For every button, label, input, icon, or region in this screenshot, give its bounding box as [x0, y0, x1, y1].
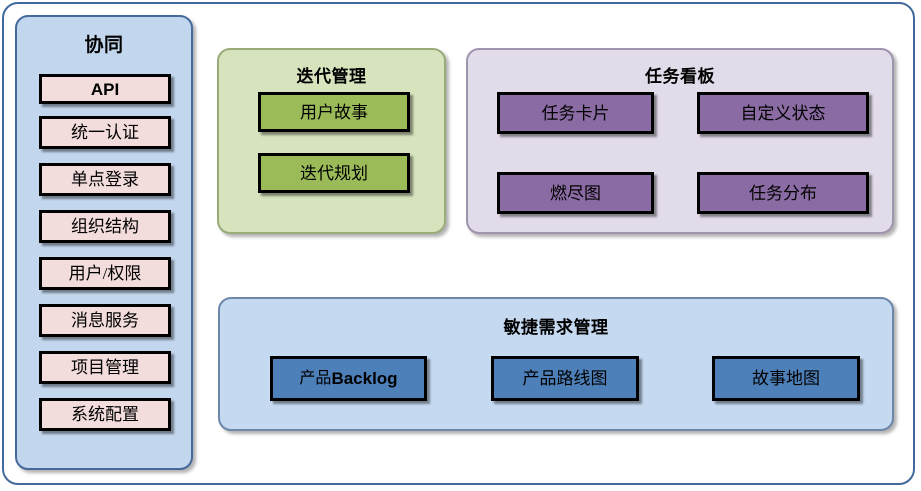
collab-item-message-service[interactable]: 消息服务 — [39, 304, 171, 337]
panel-iteration-title: 迭代管理 — [296, 67, 367, 86]
collab-item-unified-auth[interactable]: 统一认证 — [39, 116, 171, 149]
panel-iteration-management: 迭代管理 用户故事 迭代规划 — [217, 48, 446, 234]
board-item-burndown-chart[interactable]: 燃尽图 — [497, 172, 654, 214]
panel-collaboration-title: 协同 — [84, 35, 124, 56]
panel-collaboration: 协同 API 统一认证 单点登录 组织结构 用户/权限 消息服务 项目管理 系统… — [15, 15, 193, 470]
agile-item-story-map[interactable]: 故事地图 — [712, 356, 860, 401]
panel-agile-title: 敏捷需求管理 — [503, 318, 609, 337]
collab-item-system-config[interactable]: 系统配置 — [39, 398, 171, 431]
collab-item-sso[interactable]: 单点登录 — [39, 163, 171, 196]
agile-item-product-backlog-latin: Backlog — [331, 369, 398, 388]
panel-task-board-title: 任务看板 — [645, 67, 715, 86]
collab-item-project-management[interactable]: 项目管理 — [39, 351, 171, 384]
agile-item-product-roadmap[interactable]: 产品路线图 — [491, 356, 639, 401]
iteration-item-iteration-plan[interactable]: 迭代规划 — [258, 153, 410, 193]
board-item-task-distribution[interactable]: 任务分布 — [697, 172, 869, 214]
agile-item-product-backlog-cjk: 产品 — [299, 369, 332, 387]
collab-item-org-structure[interactable]: 组织结构 — [39, 210, 171, 243]
board-item-custom-status[interactable]: 自定义状态 — [697, 92, 869, 134]
panel-task-board: 任务看板 任务卡片 自定义状态 燃尽图 任务分布 — [466, 48, 894, 234]
board-item-task-card[interactable]: 任务卡片 — [497, 92, 654, 134]
collab-item-api[interactable]: API — [39, 74, 171, 104]
iteration-item-user-story[interactable]: 用户故事 — [258, 92, 410, 132]
collab-item-user-permission[interactable]: 用户/权限 — [39, 257, 171, 290]
